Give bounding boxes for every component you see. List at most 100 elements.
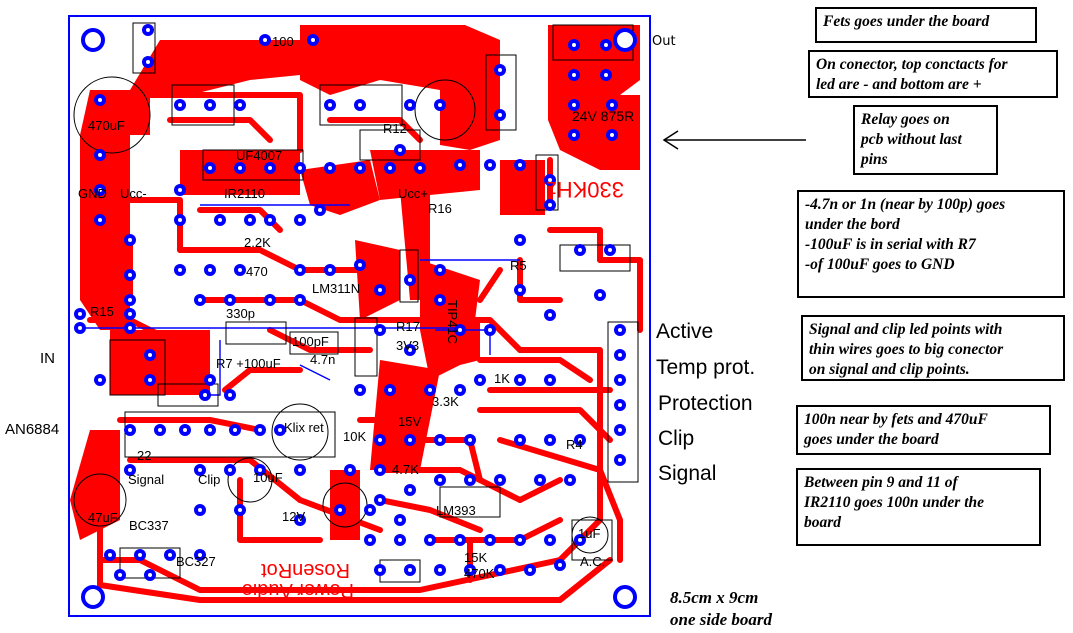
pad-hole <box>488 538 492 542</box>
label-100pf: 100pF <box>292 334 329 349</box>
label-gnd: GND <box>78 186 107 201</box>
pad-hole <box>178 188 182 192</box>
pad-hole <box>518 438 522 442</box>
pad-hole <box>548 203 552 207</box>
pad-hole <box>468 568 472 572</box>
label-3v3: 3V3 <box>396 338 419 353</box>
pad-hole <box>572 43 576 47</box>
pad-hole <box>208 268 212 272</box>
note-fets: Fets goes under the board <box>815 7 1037 43</box>
pad-hole <box>378 438 382 442</box>
pad-hole <box>438 268 442 272</box>
note-connector: On conector, top conctacts for led are -… <box>808 50 1058 98</box>
label-r7: R7 +100uF <box>216 356 281 371</box>
pad-hole <box>368 538 372 542</box>
label-470: 470 <box>246 264 268 279</box>
pad-hole <box>578 248 582 252</box>
pad-hole <box>518 288 522 292</box>
pad-hole <box>572 103 576 107</box>
pad-hole <box>610 103 614 107</box>
pad-hole <box>128 326 132 330</box>
pad-hole <box>98 378 102 382</box>
label-lm311: LM311N <box>312 281 360 296</box>
pad-hole <box>398 148 402 152</box>
pad-hole <box>618 428 622 432</box>
label-10uf: 10uF <box>253 470 283 485</box>
pad-hole <box>233 428 237 432</box>
pad-hole <box>388 388 392 392</box>
pad-hole <box>268 166 272 170</box>
label-r4: R4 <box>566 437 583 452</box>
pad-hole <box>298 298 302 302</box>
label-lm393: LM393 <box>436 503 476 518</box>
pad-hole <box>128 273 132 277</box>
pad-hole <box>428 388 432 392</box>
arrow-left-icon <box>662 130 806 150</box>
pad-hole <box>548 378 552 382</box>
brand-line1: RosenRot <box>261 559 350 581</box>
label-12v: 12V <box>282 509 305 524</box>
pad-hole <box>408 488 412 492</box>
pad-hole <box>78 312 82 316</box>
out-label: Out <box>652 34 676 49</box>
pad-hole <box>604 73 608 77</box>
pad-hole <box>298 268 302 272</box>
pad-hole <box>298 468 302 472</box>
pad-hole <box>398 518 402 522</box>
pad-hole <box>468 478 472 482</box>
pad-hole <box>98 98 102 102</box>
pad-layer <box>74 24 626 581</box>
pad-hole <box>618 458 622 462</box>
pad-hole <box>208 103 212 107</box>
pad-hole <box>458 163 462 167</box>
pad-hole <box>238 166 242 170</box>
pad-hole <box>358 166 362 170</box>
pad-hole <box>418 166 422 170</box>
note-100n: 100n near by fets and 470uF goes under t… <box>796 405 1051 455</box>
pad-hole <box>198 508 202 512</box>
pad-hole <box>108 553 112 557</box>
pad-hole <box>408 103 412 107</box>
label-freq: 330KHz <box>546 177 624 202</box>
pad-hole <box>358 263 362 267</box>
label-ucc-plus: Ucc+ <box>398 186 428 201</box>
pad-hole <box>498 478 502 482</box>
pad-hole <box>408 278 412 282</box>
pad-hole <box>228 298 232 302</box>
label-4-7n: 4.7n <box>310 352 335 367</box>
pad-hole <box>610 133 614 137</box>
pad-hole <box>518 378 522 382</box>
label-bc337: BC337 <box>129 518 169 533</box>
pad-hole <box>238 508 242 512</box>
pad-hole <box>148 573 152 577</box>
pad-hole <box>398 538 402 542</box>
pad-hole <box>538 478 542 482</box>
label-330p: 330p <box>226 306 255 321</box>
label-r16: R16 <box>428 201 452 216</box>
pad-hole <box>178 218 182 222</box>
pad-hole <box>572 73 576 77</box>
pad-hole <box>148 353 152 357</box>
label-3-3k: 3.3K <box>432 394 459 409</box>
pad-hole <box>148 378 152 382</box>
label-100: 100 <box>272 34 294 49</box>
label-r17: R17 <box>396 319 420 334</box>
label-22: 22 <box>137 448 151 463</box>
pad-hole <box>203 393 207 397</box>
pad-hole <box>558 563 562 567</box>
label-1uf: 1uF <box>578 526 600 541</box>
note-signal-clip: Signal and clip led points with thin wir… <box>801 315 1065 381</box>
pad-hole <box>378 288 382 292</box>
pad-hole <box>518 538 522 542</box>
pad-hole <box>618 353 622 357</box>
pad-hole <box>518 163 522 167</box>
pad-hole <box>118 573 122 577</box>
label-10k: 10K <box>343 429 366 444</box>
pad-hole <box>378 568 382 572</box>
label-47uf: 47uF <box>88 510 118 525</box>
label-470k: 470K <box>464 566 495 581</box>
pad-hole <box>378 498 382 502</box>
pad-hole <box>328 103 332 107</box>
pad-hole <box>278 428 282 432</box>
pad-hole <box>604 43 608 47</box>
